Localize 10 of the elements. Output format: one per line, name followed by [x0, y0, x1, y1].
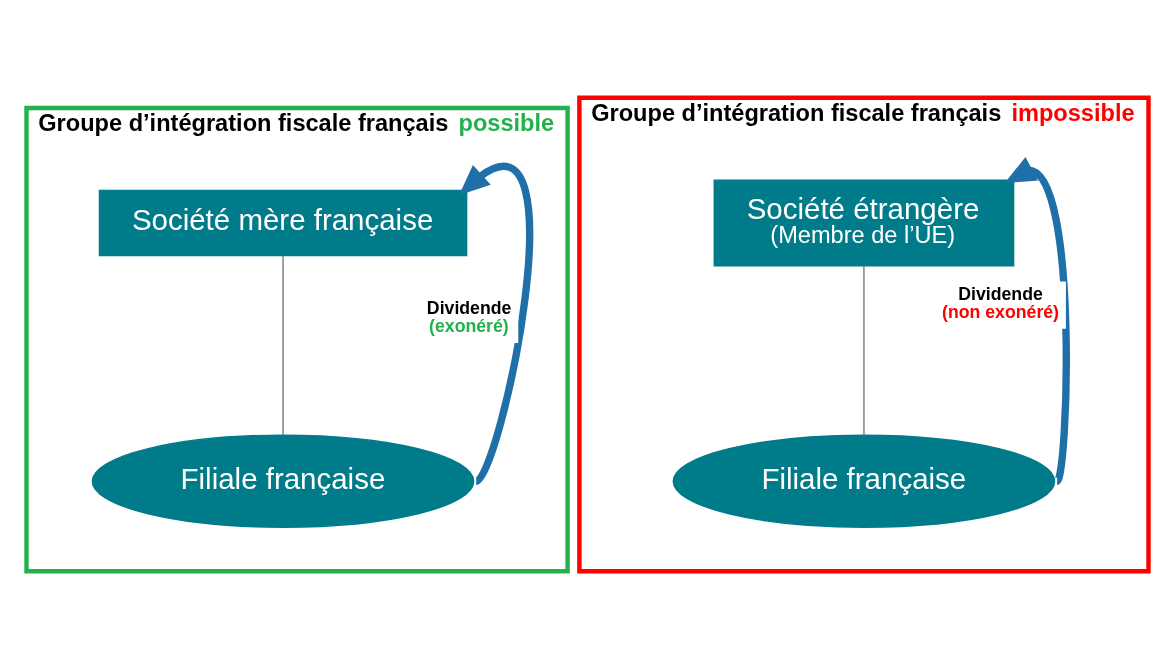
edge-label: Dividende (exonéré): [426, 298, 512, 337]
node-box: Société mère française: [98, 189, 468, 257]
arrow: [459, 163, 533, 484]
arrow: [1004, 156, 1070, 483]
connector: [863, 265, 865, 436]
connector: [282, 255, 284, 437]
edge-label: Dividende (non exonéré): [942, 284, 1060, 322]
node-ellipse: Filiale française: [91, 434, 475, 528]
node-box: Société étrangère (Membre de l’UE): [713, 179, 1015, 267]
node-ellipse: Filiale française: [672, 434, 1056, 528]
